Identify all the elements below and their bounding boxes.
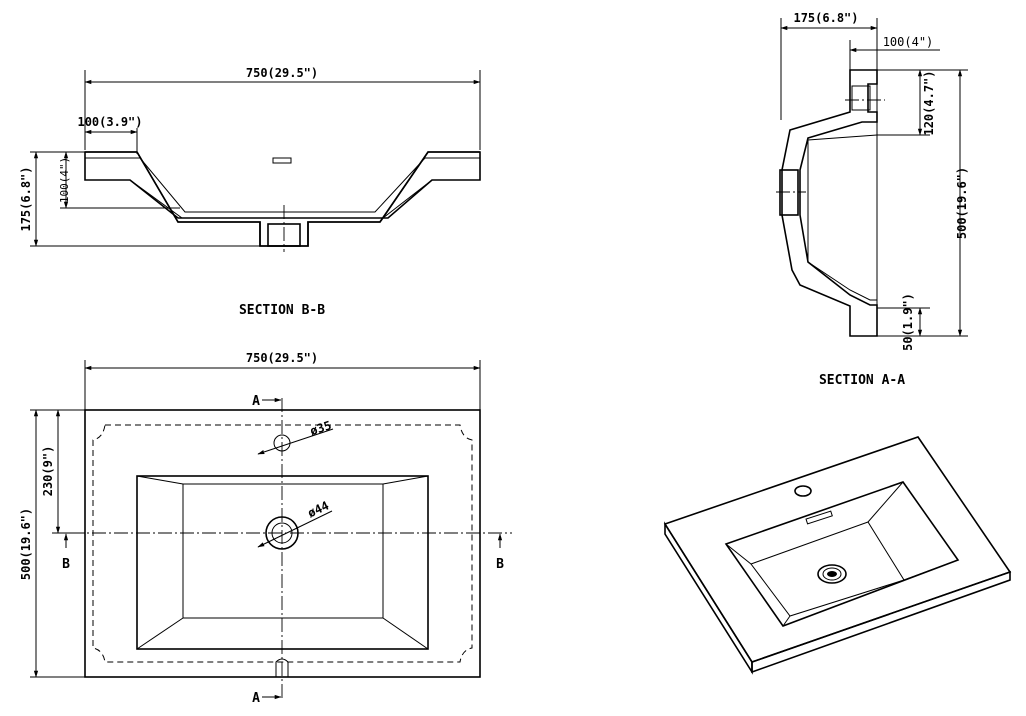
plan-depth-label: 500(19.6") xyxy=(19,508,33,580)
drain-hole: ø44 xyxy=(257,498,333,550)
aa-height-dimension: 500(19.6") 120(4.7") 50(1.9") xyxy=(877,69,969,351)
section-bb-view: 750(29.5") 100(3.9") 175(6.8") 100(4") xyxy=(19,66,481,318)
aa-basin-profile xyxy=(776,69,885,337)
plan-offset-label: 230(9") xyxy=(41,446,55,497)
bb-width-label: 750(29.5") xyxy=(246,66,318,80)
aa-ledge-label: 100(4") xyxy=(883,35,934,49)
bb-width-dimension: 750(29.5") xyxy=(84,66,481,150)
section-bb-title: SECTION B-B xyxy=(239,303,325,318)
bb-height-dimension: 175(6.8") 100(4") xyxy=(19,151,260,247)
aa-top-label: 175(6.8") xyxy=(793,11,858,25)
section-aa-title: SECTION A-A xyxy=(819,373,905,388)
plan-width-dimension: 750(29.5") xyxy=(84,351,481,410)
svg-text:A: A xyxy=(252,691,260,706)
bb-ledge-dimension: 100(3.9") xyxy=(77,115,143,154)
plan-width-label: 750(29.5") xyxy=(246,351,318,365)
section-aa-view: 175(6.8") 100(4") 500(19.6") 120(4.7") 5… xyxy=(776,11,969,388)
aa-lower-label: 50(1.9") xyxy=(901,293,915,351)
svg-text:A: A xyxy=(252,394,260,409)
bb-depth-label: 100(4") xyxy=(58,157,71,203)
plan-hidden-outline xyxy=(92,424,473,663)
isometric-view xyxy=(663,436,1012,675)
plan-basin xyxy=(136,475,429,650)
plan-outline xyxy=(84,409,481,678)
drain-label: ø44 xyxy=(306,498,332,520)
section-marker-b-right: B xyxy=(496,533,504,572)
aa-top-dimension: 175(6.8") 100(4") xyxy=(780,11,940,120)
section-marker-a-top: A xyxy=(252,394,282,409)
tap-hole: ø35 xyxy=(257,418,333,455)
bb-basin-profile xyxy=(84,151,481,252)
plan-view: 750(29.5") 500(19.6") 230(9") xyxy=(19,351,512,706)
aa-height-label: 500(19.6") xyxy=(955,167,969,239)
svg-text:B: B xyxy=(496,557,504,572)
section-marker-b-left: B xyxy=(62,533,70,572)
svg-text:B: B xyxy=(62,557,70,572)
bb-height-label: 175(6.8") xyxy=(19,166,33,231)
plan-depth-dimension: 500(19.6") 230(9") xyxy=(19,409,85,678)
section-marker-a-bottom: A xyxy=(252,691,282,706)
bb-ledge-label: 100(3.9") xyxy=(77,115,142,129)
overflow-notch xyxy=(275,658,289,677)
tap-hole-label: ø35 xyxy=(308,418,333,438)
aa-upper-label: 120(4.7") xyxy=(922,70,936,135)
